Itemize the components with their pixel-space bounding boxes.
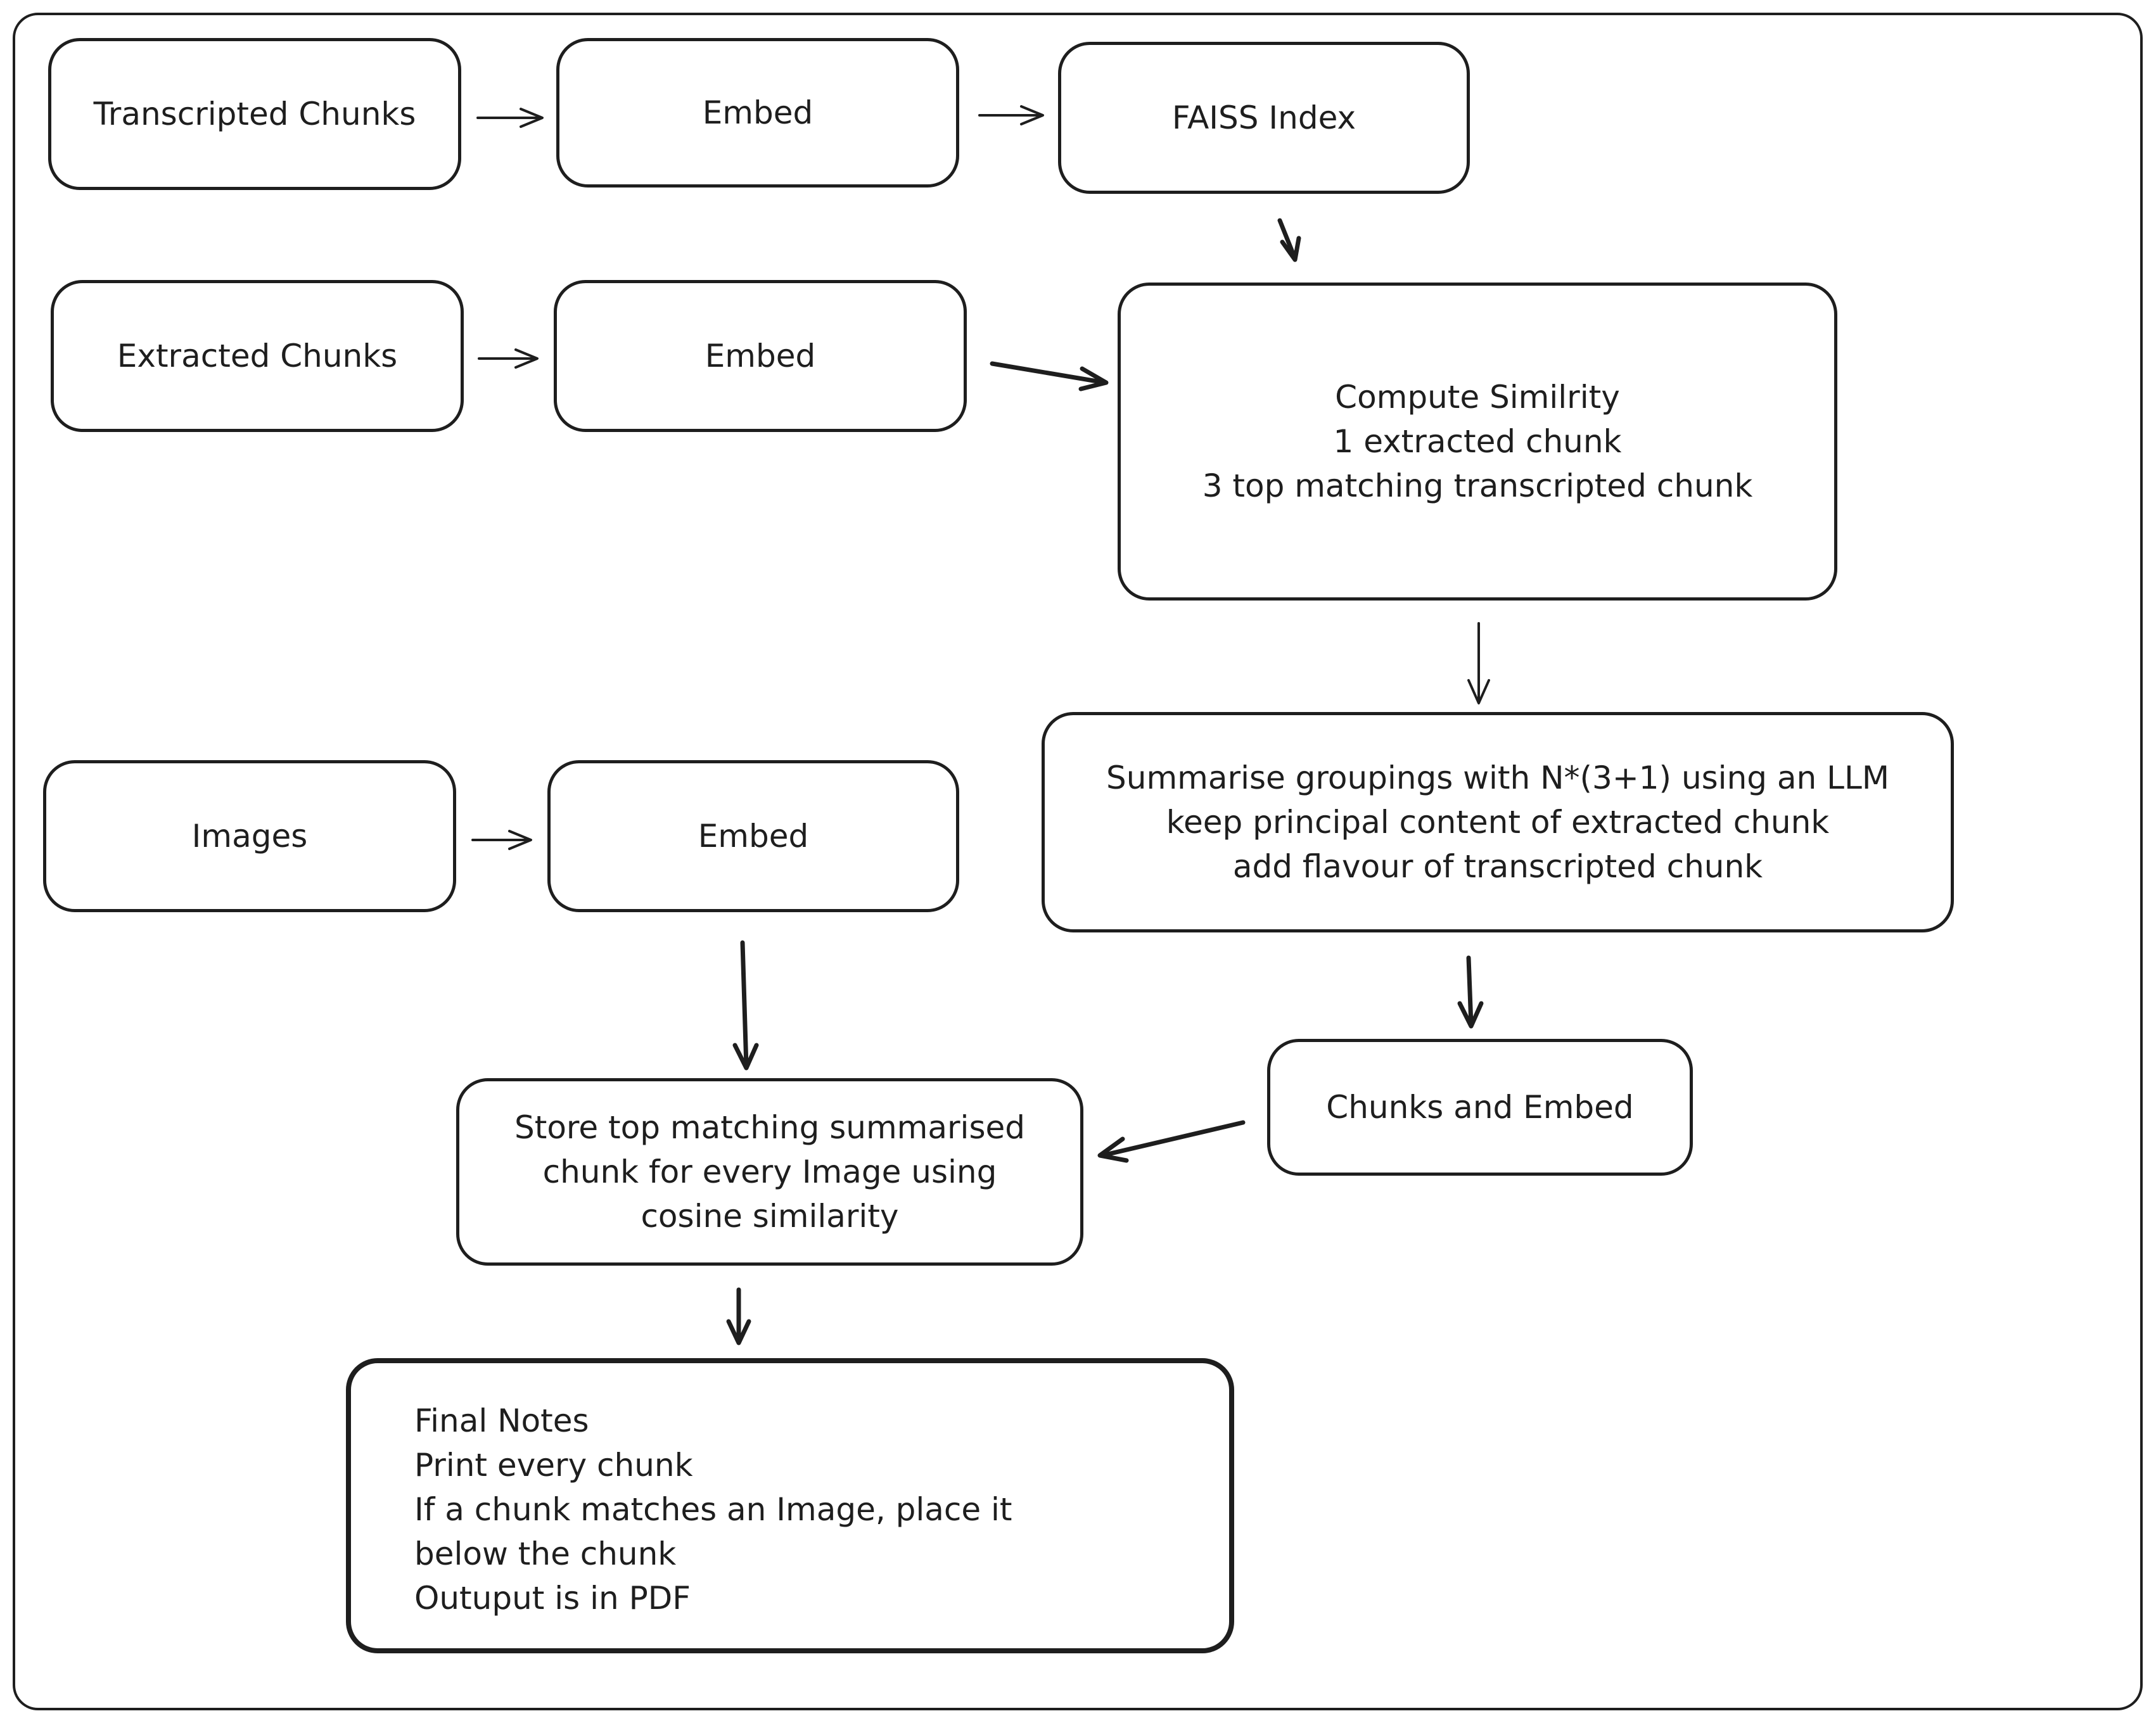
node-images: Images	[43, 760, 456, 912]
node-summarise-groupings: Summarise groupings with N*(3+1) using a…	[1042, 712, 1954, 932]
node-embed-transcripted: Embed	[556, 38, 959, 188]
outer-frame	[13, 13, 2143, 1710]
node-transcripted-chunks: Transcripted Chunks	[48, 38, 461, 190]
node-embed-images: Embed	[547, 760, 959, 912]
node-compute-similarity: Compute Similrity 1 extracted chunk 3 to…	[1118, 283, 1837, 601]
node-store-top-matching: Store top matching summarised chunk for …	[456, 1078, 1083, 1266]
node-faiss-index: FAISS Index	[1058, 42, 1470, 194]
node-extracted-chunks: Extracted Chunks	[51, 280, 464, 432]
node-embed-extracted: Embed	[554, 280, 967, 432]
node-chunks-and-embed: Chunks and Embed	[1267, 1039, 1693, 1176]
node-final-notes: Final Notes Print every chunk If a chunk…	[346, 1358, 1234, 1653]
